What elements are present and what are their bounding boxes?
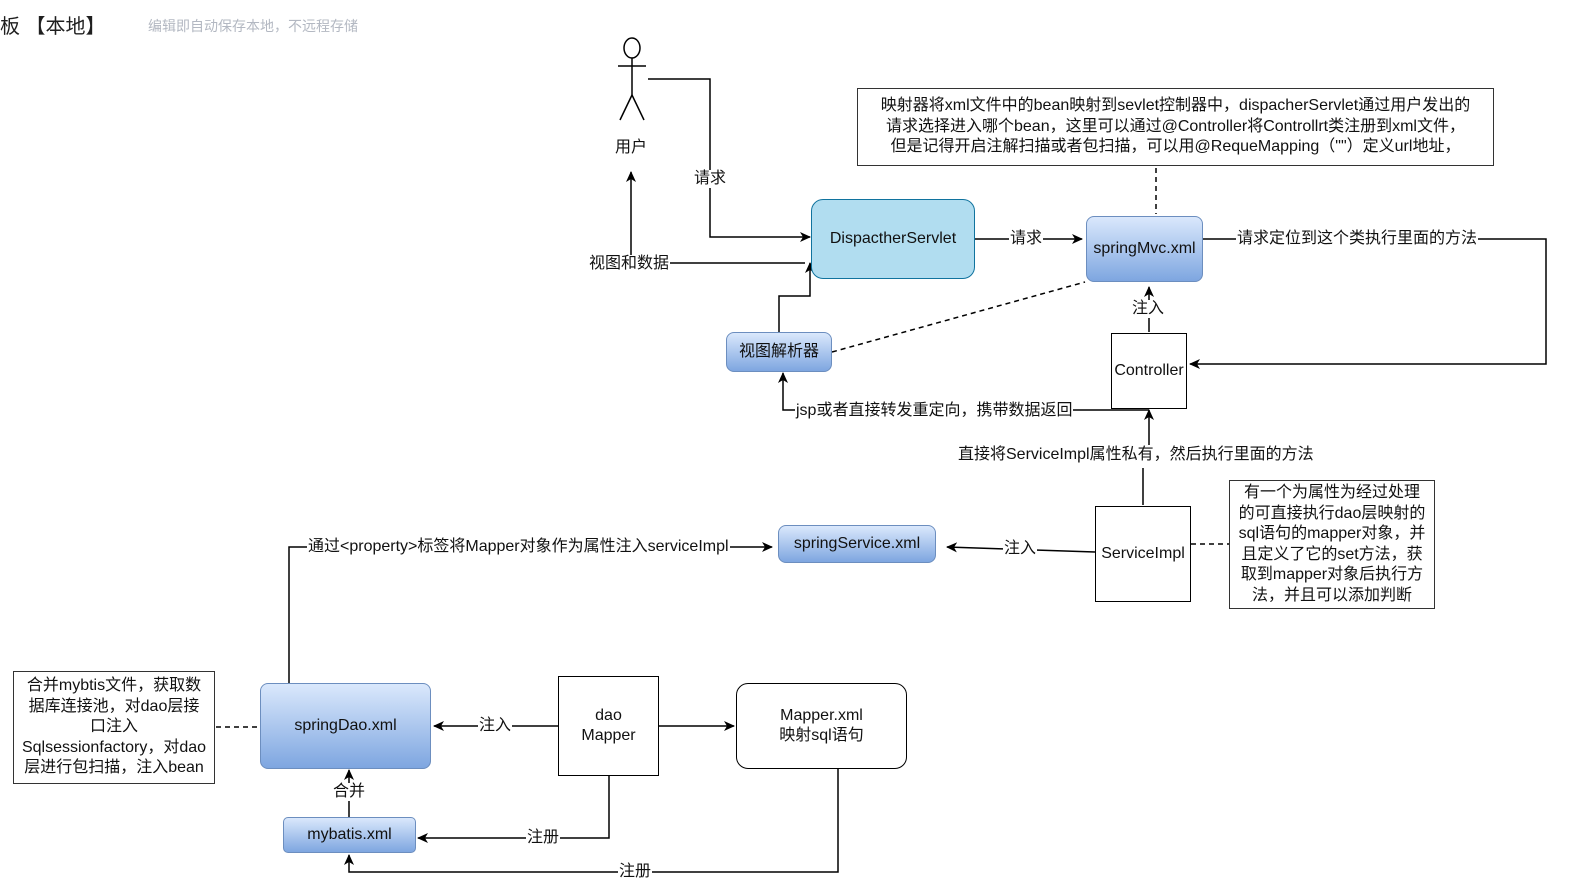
mapper-note-line: 映射器将xml文件中的bean映射到sevlet控制器中，dispacherSe… <box>880 97 1471 115</box>
controller-label: Controller <box>1114 362 1184 379</box>
edge-service-to-controller <box>1143 410 1149 505</box>
edge-label-merge: 合并 <box>332 783 367 801</box>
edge-label-register-mapper-xml: 注册 <box>618 863 653 881</box>
edge-label-user-request: 请求 <box>693 170 728 188</box>
dao-note-line: 口注入 <box>89 718 138 736</box>
dispatcher-servlet-label: DispactherServlet <box>829 230 957 247</box>
spring-service-xml-node[interactable]: springService.xml <box>778 525 936 563</box>
service-impl-label: ServiceImpl <box>1101 545 1185 562</box>
view-resolver-label: 视图解析器 <box>738 343 819 360</box>
mapper-xml-node[interactable]: Mapper.xml 映射sql语句 <box>736 683 907 769</box>
edge-label-mapper-inject: 注入 <box>478 717 513 735</box>
edge-label-dao-to-service: 通过<property>标签将Mapper对象作为属性注入serviceImpl <box>307 538 730 556</box>
edge-register-mapper-xml <box>344 769 839 873</box>
dao-note[interactable]: 合并mybtis文件，获取数 据库连接池，对dao层接 口注入 Sqlsessi… <box>13 671 215 784</box>
edge-label-controller-return: jsp或者直接转发重定向，携带数据返回 <box>795 402 1074 420</box>
autosave-note: 编辑即自动保存本地，不远程存储 <box>148 18 358 34</box>
service-note-line: 且定义了它的set方法，获 <box>1241 545 1423 563</box>
spring-mvc-xml-label: springMvc.xml <box>1093 240 1196 257</box>
mybatis-xml-label: mybatis.xml <box>307 826 392 843</box>
edge-user-request <box>648 78 811 242</box>
mapper-xml-label-line-1: Mapper.xml <box>780 707 863 724</box>
user-actor-icon[interactable] <box>618 37 646 121</box>
mybatis-xml-node[interactable]: mybatis.xml <box>283 817 416 853</box>
controller-node[interactable]: Controller <box>1111 333 1187 409</box>
mapper-xml-label-line-2: 映射sql语句 <box>779 727 864 744</box>
service-note-line: 法，并且可以添加判断 <box>1251 586 1412 604</box>
spring-service-xml-label: springService.xml <box>793 535 921 552</box>
edge-label-service-to-controller: 直接将ServiceImpl属性私有，然后执行里面的方法 <box>957 446 1315 464</box>
dao-note-line: Sqlsessionfactory，对dao <box>21 738 207 756</box>
edge-label-controller-inject: 注入 <box>1131 300 1166 318</box>
service-note-line: 的可直接执行dao层映射的 <box>1238 504 1426 522</box>
dispatcher-servlet-node[interactable]: DispactherServlet <box>811 199 975 279</box>
dao-mapper-label-line-2: Mapper <box>581 727 636 744</box>
dao-mapper-node[interactable]: dao Mapper <box>558 676 659 776</box>
spring-dao-xml-node[interactable]: springDao.xml <box>260 683 431 769</box>
dao-note-line: 据库连接池，对dao层接 <box>28 697 200 715</box>
mapper-note-line: 但是记得开启注解扫描或者包扫描，可以用@RequeMapping（""）定义ur… <box>890 138 1461 156</box>
edge-register-dao <box>417 776 610 843</box>
view-resolver-node[interactable]: 视图解析器 <box>726 332 832 372</box>
edge-label-view-and-data: 视图和数据 <box>588 255 671 273</box>
edge-resolver-to-dispatcher <box>778 262 815 332</box>
edge-label-mvc-to-controller: 请求定位到这个类执行里面的方法 <box>1236 230 1479 248</box>
edge-dao-to-service <box>288 542 773 683</box>
spring-dao-xml-label: springDao.xml <box>294 717 397 734</box>
service-note-line: sql语句的mapper对象，并 <box>1238 525 1426 542</box>
service-note-line: 有一个为属性为经过处理 <box>1243 484 1420 501</box>
service-note[interactable]: 有一个为属性为经过处理 的可直接执行dao层映射的 sql语句的mapper对象… <box>1229 480 1435 609</box>
user-label: 用户 <box>615 139 648 156</box>
service-note-line: 取到mapper对象后执行方 <box>1240 566 1424 583</box>
edge-label-register-dao: 注册 <box>526 829 561 847</box>
mapper-note[interactable]: 映射器将xml文件中的bean映射到sevlet控制器中，dispacherSe… <box>857 88 1494 166</box>
spring-mvc-xml-node[interactable]: springMvc.xml <box>1086 216 1203 282</box>
page-title: 板 【本地】 <box>0 16 106 38</box>
dao-mapper-label-line-1: dao <box>595 707 622 724</box>
dashed-resolver-to-mvc <box>831 281 1086 353</box>
edge-label-dispatcher-to-mvc: 请求 <box>1009 230 1044 248</box>
dao-note-line: 层进行包扫描，注入bean <box>24 759 204 777</box>
edge-mvc-to-controller <box>1189 238 1547 369</box>
dao-note-line: 合并mybtis文件，获取数 <box>26 677 202 695</box>
service-impl-node[interactable]: ServiceImpl <box>1095 506 1191 602</box>
edge-label-service-inject: 注入 <box>1003 540 1038 558</box>
mapper-note-line: 请求选择进入哪个bean，这里可以通过@Controller将Controllr… <box>886 117 1465 135</box>
